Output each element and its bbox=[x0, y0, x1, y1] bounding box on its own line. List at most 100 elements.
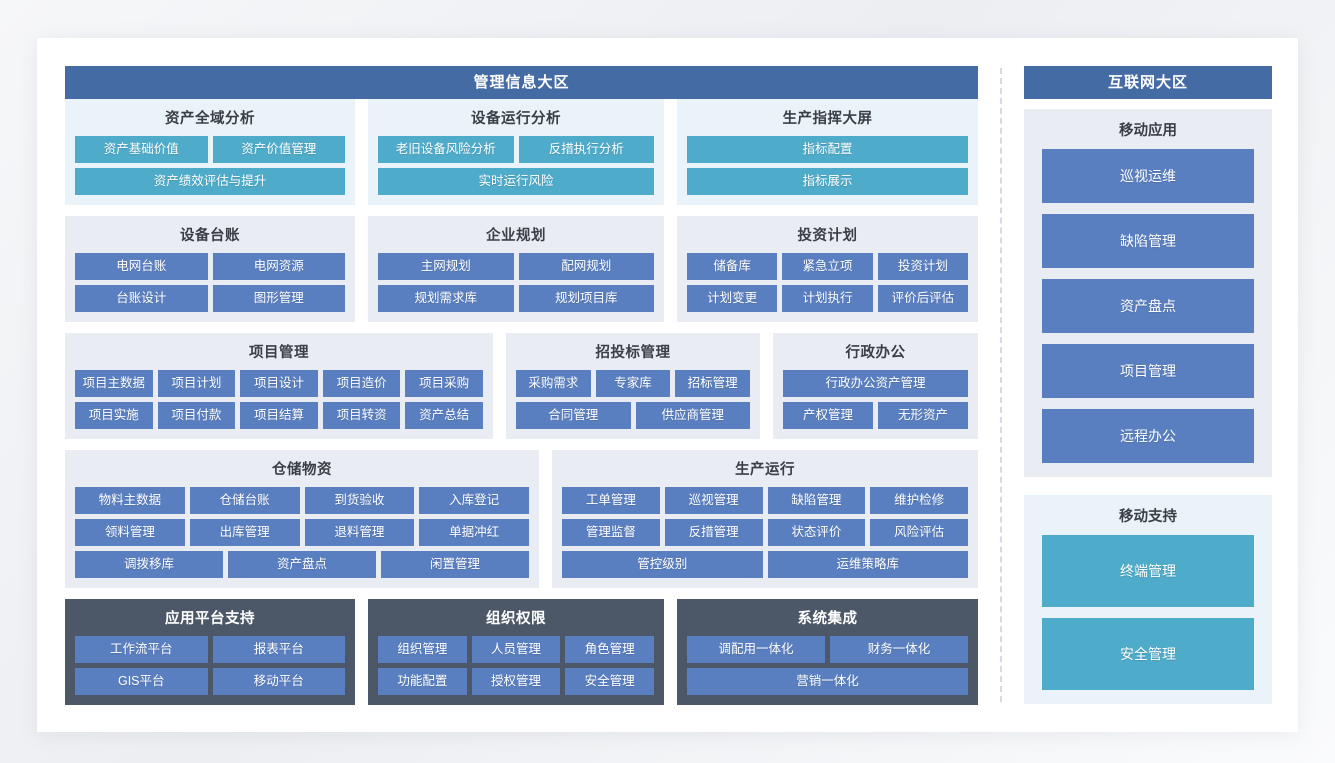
tile[interactable]: 投资计划 bbox=[877, 253, 968, 280]
tile[interactable]: 移动平台 bbox=[212, 668, 345, 695]
panel-title: 组织权限 bbox=[486, 611, 546, 627]
tile[interactable]: 电网台账 bbox=[75, 253, 208, 280]
tile[interactable]: 风险评估 bbox=[870, 519, 968, 546]
internet-zone-column: 互联网大区 移动应用 巡视运维 缺陷管理 资产盘点 项目管理 远程办公 移动支持… bbox=[1024, 66, 1272, 704]
panel-investment-plan: 投资计划 储备库 紧急立项 投资计划 计划变更 计划执行 评价后评估 bbox=[677, 216, 978, 322]
tile[interactable]: 仓储台账 bbox=[189, 487, 300, 514]
tile[interactable]: 组织管理 bbox=[378, 636, 467, 663]
tile[interactable]: 巡视管理 bbox=[664, 487, 763, 514]
panel-title: 设备运行分析 bbox=[471, 111, 561, 127]
tile[interactable]: 资产基础价值 bbox=[75, 136, 208, 163]
mobile-app-item[interactable]: 远程办公 bbox=[1042, 408, 1254, 463]
panel-title: 生产指挥大屏 bbox=[782, 111, 873, 127]
tile[interactable]: 配网规划 bbox=[518, 253, 654, 280]
tile[interactable]: 项目主数据 bbox=[75, 370, 153, 397]
tile[interactable]: 项目转资 bbox=[322, 402, 401, 429]
mobile-app-item[interactable]: 项目管理 bbox=[1042, 343, 1254, 398]
mobile-app-item[interactable]: 巡视运维 bbox=[1042, 148, 1254, 203]
tile[interactable]: 计划变更 bbox=[687, 285, 778, 312]
tile[interactable]: 资产绩效评估与提升 bbox=[75, 168, 345, 195]
tile-row: 管理监督 反措管理 状态评价 风险评估 bbox=[562, 519, 968, 546]
tile[interactable]: 计划执行 bbox=[782, 285, 873, 312]
mobile-support-item[interactable]: 终端管理 bbox=[1042, 535, 1254, 607]
tile[interactable]: 资产价值管理 bbox=[212, 136, 345, 163]
tile[interactable]: 项目造价 bbox=[322, 370, 401, 397]
tile[interactable]: 行政办公资产管理 bbox=[783, 370, 968, 397]
mobile-app-item[interactable]: 缺陷管理 bbox=[1042, 213, 1254, 268]
tile[interactable]: 退料管理 bbox=[304, 519, 415, 546]
tile-row: 工单管理 巡视管理 缺陷管理 维护检修 bbox=[562, 487, 968, 514]
tile[interactable]: 到货验收 bbox=[304, 487, 415, 514]
tile[interactable]: 实时运行风险 bbox=[378, 168, 654, 195]
tile[interactable]: 专家库 bbox=[595, 370, 671, 397]
tile[interactable]: 招标管理 bbox=[675, 370, 751, 397]
tile[interactable]: 管理监督 bbox=[562, 519, 660, 546]
tile[interactable]: 台账设计 bbox=[75, 285, 208, 312]
tile[interactable]: 闲置管理 bbox=[381, 551, 529, 578]
tile[interactable]: 合同管理 bbox=[516, 402, 631, 429]
zone-row-1: 资产全域分析 资产基础价值 资产价值管理 资产绩效评估与提升 设备运行分析 老旧… bbox=[65, 99, 978, 205]
tile[interactable]: 出库管理 bbox=[189, 519, 300, 546]
mobile-support-item[interactable]: 安全管理 bbox=[1042, 618, 1254, 690]
tile[interactable]: 运维策略库 bbox=[767, 551, 968, 578]
tile[interactable]: 管控级别 bbox=[562, 551, 763, 578]
tile-row: 调拨移库 资产盘点 闲置管理 bbox=[75, 551, 529, 578]
tile[interactable]: 项目实施 bbox=[75, 402, 153, 429]
tile[interactable]: 人员管理 bbox=[471, 636, 561, 663]
tile[interactable]: 反措管理 bbox=[664, 519, 763, 546]
tile[interactable]: 主网规划 bbox=[378, 253, 514, 280]
tile[interactable]: 调拨移库 bbox=[75, 551, 223, 578]
tile[interactable]: 指标配置 bbox=[687, 136, 968, 163]
tile[interactable]: 授权管理 bbox=[471, 668, 561, 695]
tile[interactable]: 项目采购 bbox=[405, 370, 483, 397]
tile[interactable]: 产权管理 bbox=[783, 402, 873, 429]
group-mobile-application: 移动应用 巡视运维 缺陷管理 资产盘点 项目管理 远程办公 bbox=[1024, 108, 1272, 477]
tile[interactable]: 领料管理 bbox=[75, 519, 185, 546]
panel-title: 仓储物资 bbox=[272, 462, 332, 478]
tile[interactable]: 无形资产 bbox=[878, 402, 968, 429]
tile[interactable]: 紧急立项 bbox=[782, 253, 873, 280]
tile[interactable]: 资产总结 bbox=[405, 402, 483, 429]
tile-row: 资产绩效评估与提升 bbox=[75, 168, 345, 195]
tile[interactable]: 功能配置 bbox=[378, 668, 467, 695]
zone-divider bbox=[1000, 68, 1002, 702]
tile[interactable]: 财务一体化 bbox=[830, 636, 968, 663]
tile[interactable]: 营销一体化 bbox=[687, 668, 968, 695]
tile[interactable]: 物料主数据 bbox=[75, 487, 185, 514]
tile[interactable]: 缺陷管理 bbox=[767, 487, 866, 514]
tile[interactable]: 资产盘点 bbox=[228, 551, 376, 578]
tile[interactable]: GIS平台 bbox=[75, 668, 208, 695]
tile[interactable]: 指标展示 bbox=[687, 168, 968, 195]
tile[interactable]: 单据冲红 bbox=[419, 519, 529, 546]
panel-equipment-operation-analysis: 设备运行分析 老旧设备风险分析 反措执行分析 实时运行风险 bbox=[368, 99, 664, 205]
tile[interactable]: 入库登记 bbox=[419, 487, 529, 514]
tile[interactable]: 图形管理 bbox=[212, 285, 345, 312]
tile[interactable]: 工作流平台 bbox=[75, 636, 208, 663]
tile[interactable]: 项目付款 bbox=[157, 402, 236, 429]
tile[interactable]: 安全管理 bbox=[565, 668, 655, 695]
tile[interactable]: 老旧设备风险分析 bbox=[378, 136, 514, 163]
tile[interactable]: 项目计划 bbox=[157, 370, 236, 397]
tile[interactable]: 项目设计 bbox=[240, 370, 318, 397]
tile-row: 台账设计 图形管理 bbox=[75, 285, 345, 312]
tile[interactable]: 状态评价 bbox=[767, 519, 866, 546]
tile[interactable]: 供应商管理 bbox=[635, 402, 750, 429]
tile[interactable]: 规划项目库 bbox=[518, 285, 654, 312]
tile-row: 管控级别 运维策略库 bbox=[562, 551, 968, 578]
tile[interactable]: 评价后评估 bbox=[877, 285, 968, 312]
tile[interactable]: 工单管理 bbox=[562, 487, 660, 514]
tile[interactable]: 角色管理 bbox=[565, 636, 655, 663]
panel-application-platform-support: 应用平台支持 工作流平台 报表平台 GIS平台 移动平台 bbox=[65, 599, 355, 705]
tile[interactable]: 储备库 bbox=[687, 253, 778, 280]
tile[interactable]: 报表平台 bbox=[212, 636, 345, 663]
tile[interactable]: 电网资源 bbox=[212, 253, 345, 280]
panel-title: 生产运行 bbox=[735, 462, 795, 478]
tile[interactable]: 调配用一体化 bbox=[687, 636, 825, 663]
tile[interactable]: 采购需求 bbox=[516, 370, 591, 397]
tile[interactable]: 维护检修 bbox=[870, 487, 968, 514]
tile[interactable]: 项目结算 bbox=[240, 402, 318, 429]
mobile-app-item[interactable]: 资产盘点 bbox=[1042, 278, 1254, 333]
tile[interactable]: 反措执行分析 bbox=[518, 136, 654, 163]
tile[interactable]: 规划需求库 bbox=[378, 285, 514, 312]
tile-row: 行政办公资产管理 bbox=[783, 370, 968, 397]
